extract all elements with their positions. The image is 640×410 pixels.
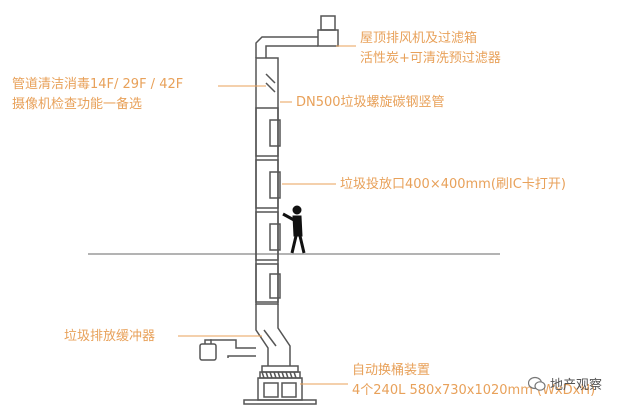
leader-lines xyxy=(178,45,356,385)
roof-exhaust-fan xyxy=(255,15,339,58)
roof-exhaust-label-line2: 活性炭+可清洗预过滤器 xyxy=(360,51,501,66)
roof-exhaust-label-line1: 屋顶排风机及过滤箱 xyxy=(360,31,478,46)
buffer-tank-icon xyxy=(199,339,217,361)
person-figure xyxy=(282,205,306,254)
watermark-text: 地产观察 xyxy=(550,378,603,393)
wechat-logo-icon xyxy=(528,376,546,391)
cleaning-label-line1: 管道清洁消毒14F/ 29F / 42F xyxy=(12,77,184,92)
watermark: 地产观察 xyxy=(528,374,602,393)
chute-label: DN500垃圾螺旋碳钢竖管 xyxy=(296,95,445,110)
bin-changer xyxy=(243,365,317,405)
inlet-doors xyxy=(255,107,281,303)
bin-changer-label-line2: 4个240L 580x730x1020mm (WxDxH) xyxy=(352,383,596,398)
bin-changer-label-line1: 自动换桶装置 xyxy=(352,363,431,378)
cleaning-label-line2: 摄像机检查功能一备选 xyxy=(12,97,143,112)
buffer-label: 垃圾排放缓冲器 xyxy=(64,329,156,344)
discharge-buffer xyxy=(210,304,291,366)
vertical-chute xyxy=(255,57,279,305)
inlet-label: 垃圾投放口400×400mm(刷IC卡打开) xyxy=(340,177,566,192)
